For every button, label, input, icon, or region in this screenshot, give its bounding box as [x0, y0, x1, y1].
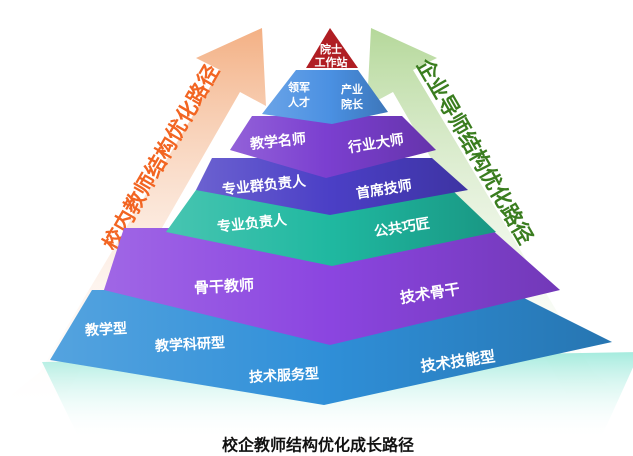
level-1-left-line-1: 领军: [287, 80, 310, 94]
left-path-arrow-shape: [2, 28, 266, 402]
apex-shape: [306, 28, 358, 68]
pyramid-level-1: 领军 人才 产业 院长: [262, 70, 388, 124]
apex-line-1: 院士: [320, 42, 342, 56]
apex-line-2: 工作站: [315, 55, 348, 69]
right-path-arrow-shape: [367, 28, 631, 402]
level-2-left-face: [230, 116, 326, 178]
level-6-left-2: 教学科研型: [155, 334, 226, 355]
level-1-right-face: [330, 70, 388, 124]
level-5-right-face: [330, 228, 560, 345]
diagram-caption: 校企教师结构优化成长路径: [222, 436, 414, 455]
level-5-left-face: [104, 228, 330, 345]
pyramid-level-3: 专业群负责人 首席技师: [196, 158, 468, 215]
pyramid-level-5: 骨干教师 技术骨干: [104, 228, 560, 345]
pyramid-level-4: 专业负责人 公共巧匠: [166, 190, 496, 266]
level-1-left-line-2: 人才: [288, 95, 310, 109]
level-2-right-face: [326, 116, 436, 178]
level-4-right-face: [332, 190, 496, 266]
level-1-right-line-1: 产业: [341, 82, 363, 96]
level-6-left-1: 教学型: [85, 320, 128, 339]
level-1-left-face: [262, 70, 332, 124]
level-3-left-face: [196, 158, 330, 215]
level-5-left: 骨干教师: [194, 276, 255, 297]
level-1-right-line-2: 院长: [341, 97, 364, 111]
pyramid: 教学型 教学科研型 技术服务型 技术技能型 骨干教师 技术骨干 专业负责人 公共…: [50, 28, 612, 405]
level-6-left-3: 技术服务型: [249, 365, 320, 386]
level-2-left: 教学名师: [249, 130, 306, 153]
pyramid-apex: 院士 工作站: [306, 28, 358, 69]
level-3-right-face: [330, 158, 468, 215]
pyramid-level-2: 教学名师 行业大师: [230, 116, 436, 178]
level-4-left-face: [166, 190, 332, 266]
